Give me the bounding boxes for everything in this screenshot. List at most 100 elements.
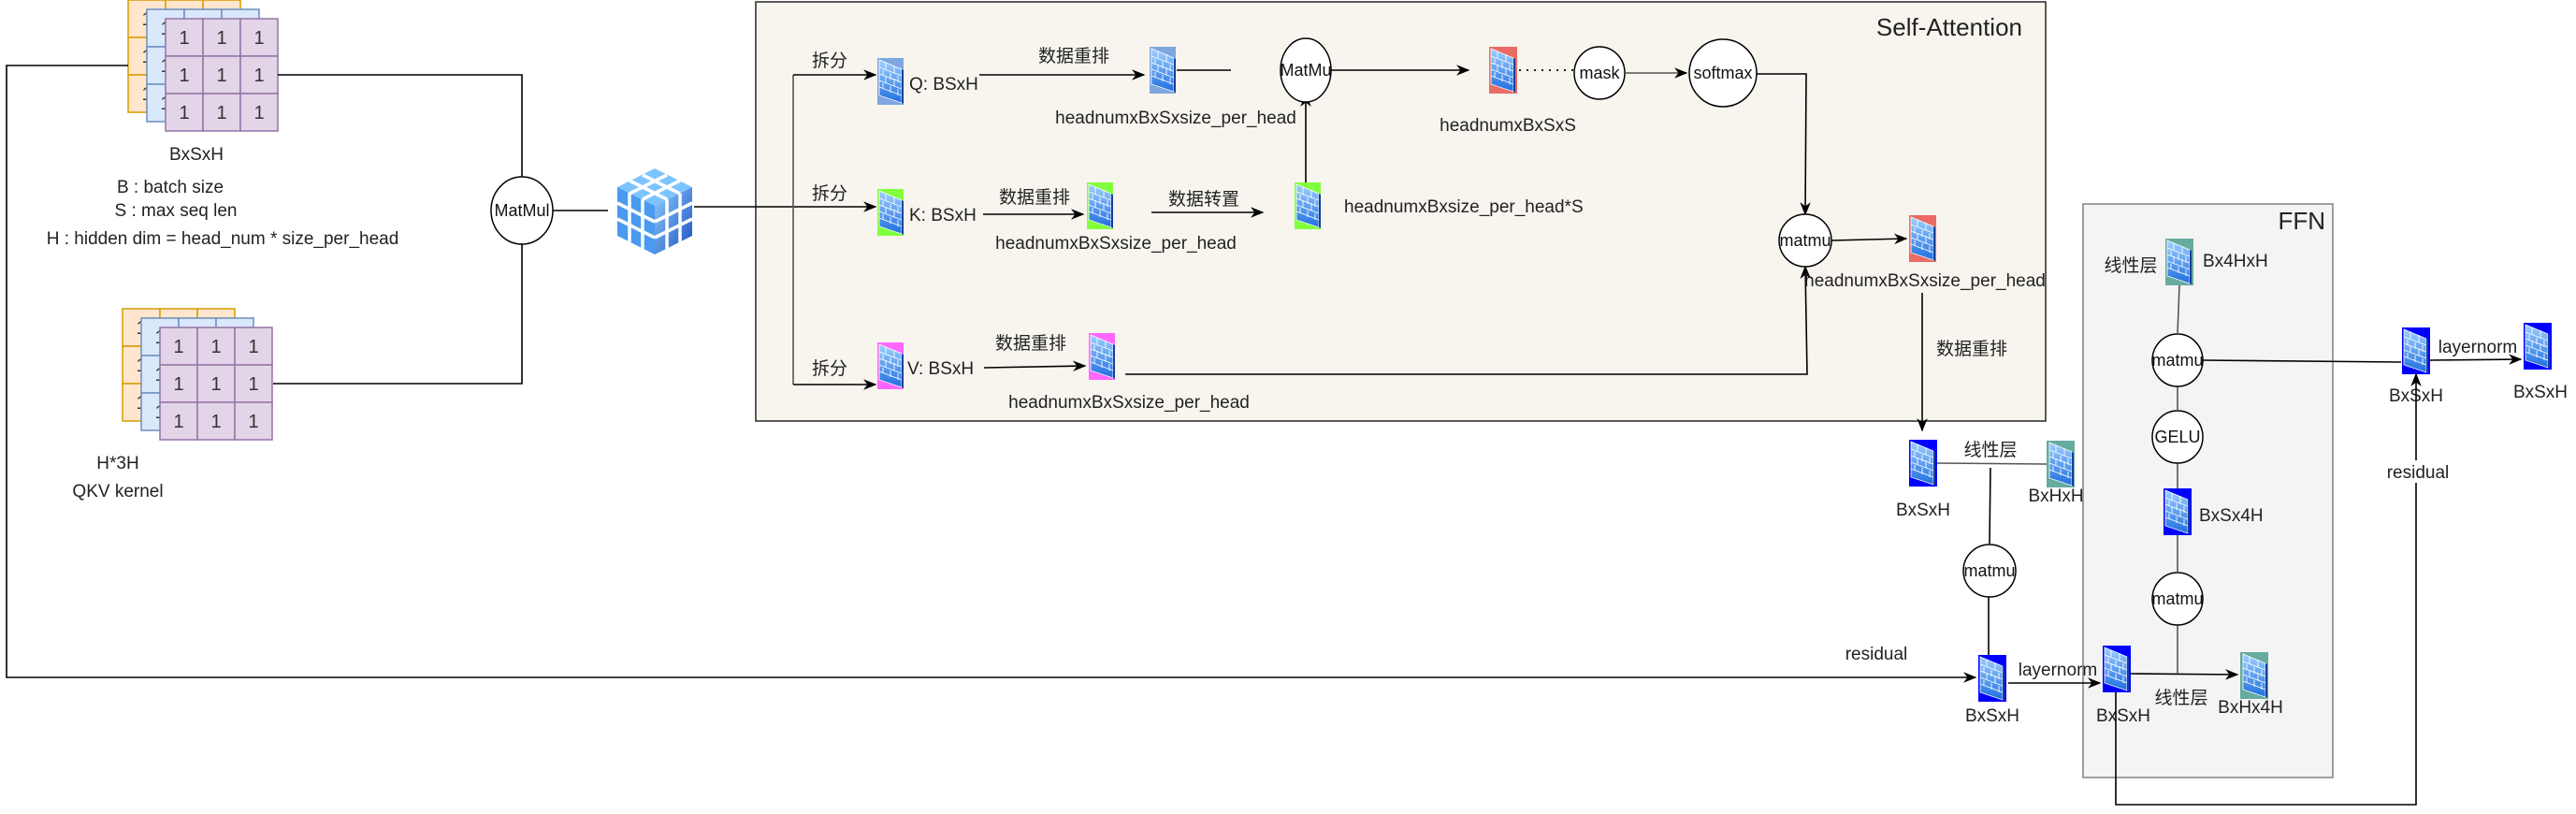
legend-max-seq-len: S : max seq len [115, 201, 238, 221]
ffn-linear1-label: 线性层 [2154, 688, 2207, 708]
scores-tensor-icon [1489, 47, 1517, 94]
ffn-weight1-shape: BxHx4H [2218, 698, 2283, 718]
edge-softmax-to-av-matmul [1757, 73, 1811, 216]
v-reordered-shape: headnumxBxSxsize_per_head [1008, 393, 1250, 413]
v-reordered-tensor-icon [1089, 333, 1116, 380]
av-matmul-label: matmu [1779, 231, 1831, 250]
q-label: Q: BSxH [909, 75, 978, 94]
kernel-matrix-cell [234, 364, 273, 403]
kernel-matrix-cell-value: 1 [173, 412, 183, 432]
input-matrix-cell-value: 1 [216, 103, 226, 124]
self-attention-group: Self-Attention [755, 1, 2047, 422]
proj-output-tensor-icon [1978, 655, 2006, 702]
ffn-matmul1-node[interactable]: matmu [2151, 572, 2204, 626]
q-reordered-tensor-icon [1150, 47, 1177, 94]
kernel-matrix-cell-value: 1 [210, 374, 221, 395]
gelu-node[interactable]: GELU [2151, 410, 2204, 464]
v-reorder-label: 数据重排 [995, 333, 1066, 354]
input-matrix-cell [165, 93, 204, 132]
ffn-matmul1-label: matmu [2151, 589, 2203, 608]
input-matrix-cell-value: 1 [179, 28, 189, 49]
qkv-matmul-label: MatMul [494, 201, 549, 220]
input-matrix-cell-value: 1 [253, 65, 264, 86]
input-matrix-cell-value: 1 [216, 65, 226, 86]
kernel-matrix-cell [234, 327, 273, 366]
edge-weight2-to-matmul2 [2177, 284, 2180, 335]
input-matrix-cell-value: 1 [216, 28, 226, 49]
ffn-linear2-label: 线性层 [2104, 255, 2157, 276]
proj-weight-tensor-icon [2047, 441, 2075, 487]
proj-output-shape: BxSxH [1965, 706, 2019, 726]
proj-input-shape: BxSxH [1896, 501, 1950, 520]
q-reorder-label: 数据重排 [1038, 46, 1109, 66]
q-tensor-icon [877, 58, 904, 105]
mask-label: mask [1579, 64, 1620, 82]
self-attention-title: Self-Attention [1876, 13, 2022, 41]
softmax-label: softmax [1693, 64, 1752, 82]
v-label: V: BSxH [907, 359, 974, 379]
proj-matmul-label: matmu [1963, 561, 2015, 580]
proj-matmul-node[interactable]: matmu [1962, 544, 2017, 598]
kernel-matrix-cell-value: 1 [173, 337, 183, 357]
split-label-k: 拆分 [812, 183, 847, 204]
attn-out-shape: headnumxBxSxsize_per_head [1804, 271, 2046, 291]
softmax-node[interactable]: softmax [1688, 38, 1758, 108]
ffn-matmul2-label: matmu [2151, 351, 2203, 370]
k-label: K: BSxH [909, 206, 977, 225]
ffn-title: FFN [2278, 207, 2325, 235]
legend-batch-size: B : batch size [117, 178, 224, 197]
ffn-input-tensor-icon [2103, 646, 2131, 692]
input-matrix-cell [165, 18, 204, 57]
qk-matmul-node[interactable]: MatMu [1280, 37, 1332, 103]
edge-matmul2-to-output [2202, 359, 2402, 363]
residual-label-2: residual [2387, 463, 2450, 483]
ffn-weight2-tensor-icon [2165, 239, 2193, 285]
edge-input-to-matmul [278, 74, 523, 177]
proj-input-tensor-icon [1909, 440, 1937, 487]
kernel-matrix-cell [159, 364, 198, 403]
gelu-label: GELU [2154, 428, 2200, 446]
input-matrix-cell-value: 1 [179, 65, 189, 86]
kernel-matrix-cell-value: 1 [210, 337, 221, 357]
input-matrix-cell [239, 18, 279, 57]
kernel-shape-label: H*3H [96, 454, 138, 473]
input-matrix-cell-value: 1 [253, 28, 264, 49]
ffn-input-shape: BxSxH [2096, 706, 2150, 726]
ffn-output-tensor-icon [2402, 327, 2430, 374]
qk-matmul-label: MatMu [1280, 61, 1331, 80]
edge-v-to-av-matmul [1125, 265, 1811, 375]
v-tensor-icon [877, 342, 904, 389]
kernel-matrix-cell [159, 327, 198, 366]
edge-v-reorder [983, 360, 1087, 371]
edge-layernorm-2 [2429, 354, 2523, 365]
qkv-cube-icon [616, 168, 693, 254]
k-transposed-shape: headnumxBxsize_per_head*S [1344, 197, 1584, 217]
scores-shape: headnumxBxSxS [1440, 116, 1576, 136]
ffn-weight2-shape: Bx4HxH [2203, 252, 2268, 271]
kernel-tensor-stack: 111111111111111111111111111 [122, 308, 273, 441]
edge-proj-linear [1936, 462, 2048, 465]
kernel-matrix-cell-value: 1 [248, 412, 258, 432]
kernel-name-label: QKV kernel [72, 482, 163, 501]
edge-kernel-to-matmul [273, 244, 523, 385]
kernel-matrix-cell-value: 1 [173, 374, 183, 395]
ffn-group: FFN [2082, 203, 2334, 778]
ffn-hidden-shape: BxSx4H [2199, 506, 2264, 526]
input-tensor-stack: 111111111111111111111111111 [127, 0, 279, 132]
legend-hidden-dim: H : hidden dim = head_num * size_per_hea… [47, 229, 399, 249]
edge-residual-loop [6, 65, 1977, 683]
kernel-matrix-cell [234, 401, 273, 441]
av-matmul-node[interactable]: matmu [1778, 213, 1832, 268]
residual-label-1: residual [1845, 645, 1908, 664]
k-reorder-label: 数据重排 [999, 187, 1070, 208]
qkv-matmul-node[interactable]: MatMul [490, 176, 554, 245]
k-reordered-tensor-icon [1087, 182, 1114, 229]
ffn-matmul2-node[interactable]: matmu [2151, 333, 2204, 387]
proj-weight-shape: BxHxH [2028, 487, 2083, 506]
kernel-matrix-cell [159, 401, 198, 441]
edge-ffn-residual-loop [2115, 372, 2422, 806]
mask-node[interactable]: mask [1573, 46, 1626, 100]
